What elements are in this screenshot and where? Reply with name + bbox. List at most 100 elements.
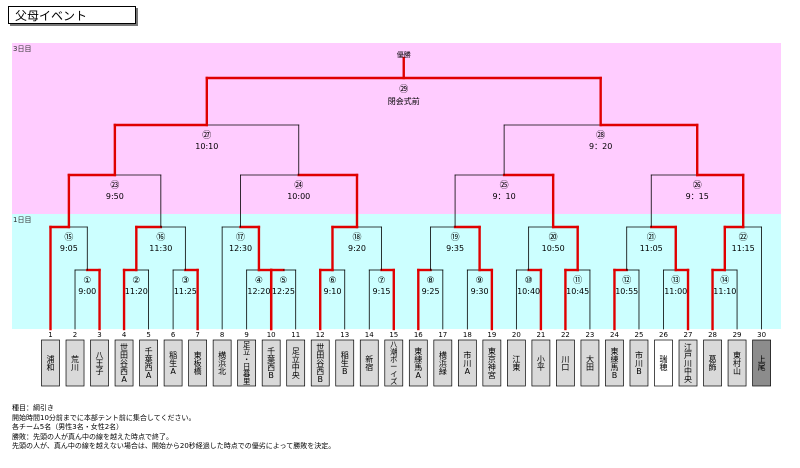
match-number: ⑥	[328, 276, 336, 286]
team-box	[654, 339, 673, 387]
match-number: ⑮	[64, 232, 73, 243]
team-seed: 18	[463, 331, 472, 339]
team-seed: 29	[733, 331, 742, 339]
team-name: 大田	[586, 354, 594, 372]
day1-label: 1日目	[13, 216, 32, 224]
team-box	[678, 339, 698, 387]
match-number: ⑧	[427, 276, 435, 286]
note-line: 勝敗：先頭の人が真ん中の線を越えた時点で終了。	[12, 432, 173, 441]
team-seed: 12	[316, 331, 325, 339]
team-name: 足立・日暮里	[243, 340, 251, 386]
team-box	[286, 339, 306, 387]
team-seed: 13	[340, 331, 349, 339]
match-time: 9:10	[323, 287, 341, 296]
team-box	[531, 339, 551, 387]
team-seed: 3	[97, 331, 101, 339]
team-box	[384, 339, 404, 387]
match-number: ③	[181, 276, 189, 286]
match-time: 12:25	[272, 287, 295, 296]
match-number: ④	[255, 276, 263, 286]
match-number: ⑨	[476, 276, 484, 286]
rules-notes: 種目：綱引き 開始時間10分前までに本部テント前に集合してください。 各チーム5…	[12, 404, 335, 452]
match-number: ⑭	[720, 275, 729, 286]
team-name: 八潮ボーイズ	[390, 340, 398, 386]
match-time: 9:30	[471, 287, 489, 296]
team-seed: 2	[73, 331, 77, 339]
match-time: 9:05	[60, 244, 78, 253]
note-line: 各チーム5名（男性3名・女性2名）	[12, 423, 124, 432]
match-time: 10:50	[542, 244, 565, 253]
team-box	[310, 339, 330, 387]
team-seed: 5	[146, 331, 150, 339]
team-seed: 15	[389, 331, 398, 339]
team-seed: 22	[561, 331, 570, 339]
team-seed: 17	[438, 331, 447, 339]
team-name: 横浜北	[218, 350, 226, 376]
match-time: 9：20	[589, 142, 612, 151]
day3-band	[12, 43, 781, 214]
note-line: 先頭の人が、真ん中の線を越えない場合は、開始から20秒経過した時点での優劣によっ…	[12, 442, 336, 451]
team-box	[752, 339, 771, 387]
team-seed: 10	[267, 331, 276, 339]
team-box	[408, 339, 428, 387]
team-box	[65, 339, 85, 387]
match-time: 閉会式前	[388, 96, 420, 106]
match-number: ⑰	[236, 232, 245, 243]
match-number: ⑩	[525, 276, 533, 286]
team-box	[507, 339, 526, 387]
match-time: 12:30	[229, 244, 252, 253]
team-seed: 4	[122, 331, 127, 339]
team-box	[41, 339, 60, 387]
team-box	[212, 339, 232, 387]
match-time: 9:50	[106, 192, 124, 201]
team-box	[114, 339, 134, 387]
team-name: 東京神宮	[488, 346, 496, 380]
team-box	[188, 339, 207, 387]
match-number: ⑤	[279, 276, 287, 286]
team-box	[457, 339, 477, 387]
match-time: 11:20	[125, 287, 148, 296]
team-box	[237, 339, 257, 387]
team-box	[335, 339, 355, 387]
match-number: ⑯	[156, 232, 165, 243]
team-seed: 25	[635, 331, 644, 339]
team-seed: 16	[414, 331, 423, 339]
team-seed: 7	[195, 331, 199, 339]
note-line: 種目：綱引き	[12, 404, 54, 412]
match-time: 9:00	[78, 287, 96, 296]
team-name: 葛飾	[709, 354, 717, 372]
day3-label: 3日目	[13, 45, 32, 53]
team-box	[580, 339, 600, 387]
team-name: 小平	[537, 355, 545, 372]
match-time: 10:00	[287, 192, 310, 201]
match-time: 10:40	[517, 287, 540, 296]
team-seed: 28	[708, 331, 717, 339]
match-number: ㉓	[110, 180, 119, 191]
match-time: 9：10	[492, 192, 515, 201]
team-name: 川口	[561, 355, 569, 372]
team-name: 江東	[512, 355, 520, 372]
match-number: ②	[132, 276, 140, 286]
match-number: ⑱	[352, 232, 361, 243]
team-name: 上尾	[758, 355, 766, 372]
match-number: ㉘	[596, 130, 605, 141]
team-seed: 24	[610, 331, 619, 339]
team-name: 足立中央	[292, 347, 300, 380]
team-name: 新宿	[365, 354, 373, 372]
match-number: ⑳	[549, 232, 558, 243]
team-seed: 21	[536, 331, 545, 339]
team-box	[90, 339, 109, 387]
team-name: 瑞穂	[660, 354, 668, 372]
team-box	[433, 339, 453, 387]
team-name: 東板橋	[194, 350, 202, 376]
match-time: 11:05	[640, 244, 663, 253]
match-number: ⑪	[573, 275, 582, 286]
champion-label: 優勝	[397, 50, 411, 59]
